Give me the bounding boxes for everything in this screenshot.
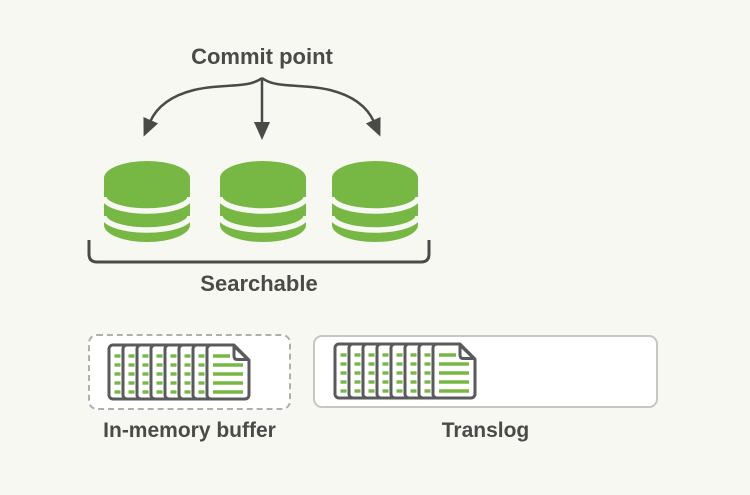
database-cylinder-icon (103, 160, 191, 244)
document-stack-icon (106, 342, 252, 402)
commit-point-label: Commit point (191, 44, 333, 69)
arrow-down-left-icon (143, 76, 263, 137)
arrow-down-right-icon (261, 76, 381, 137)
translog-label: Translog (441, 419, 530, 442)
commit-arrows (143, 76, 381, 140)
database-cylinder-icon (331, 160, 419, 244)
document-stack-icon (332, 341, 478, 401)
searchable-label: Searchable (200, 271, 318, 296)
searchable-bracket (87, 240, 431, 264)
in-memory-buffer-label: In-memory buffer (103, 419, 276, 442)
database-cylinder-icon (219, 160, 307, 244)
